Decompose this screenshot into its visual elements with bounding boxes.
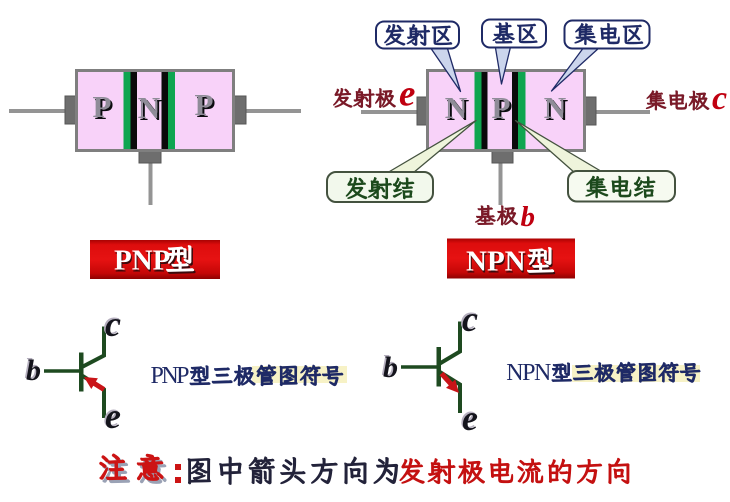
- svg-text:b: b: [383, 351, 398, 384]
- svg-text:NPN: NPN: [466, 246, 526, 278]
- svg-text:c: c: [105, 304, 121, 344]
- svg-text:c: c: [104, 303, 120, 343]
- svg-text:N: N: [546, 92, 568, 127]
- svg-text:P: P: [197, 89, 216, 124]
- svg-text:N: N: [138, 90, 160, 125]
- svg-text:PNP: PNP: [151, 363, 190, 389]
- svg-text:P: P: [93, 89, 112, 124]
- svg-text:e: e: [462, 398, 478, 438]
- svg-text:N: N: [544, 90, 566, 125]
- svg-text:P: P: [494, 92, 513, 127]
- svg-text:c: c: [712, 80, 727, 117]
- svg-text:e: e: [104, 395, 120, 435]
- svg-text:P: P: [492, 90, 511, 125]
- svg-text:N: N: [445, 90, 467, 125]
- svg-text:N: N: [447, 92, 469, 127]
- svg-text:P: P: [95, 91, 114, 126]
- svg-text:P: P: [195, 87, 214, 122]
- svg-text:PNP: PNP: [114, 245, 170, 277]
- svg-text:N: N: [140, 92, 162, 127]
- svg-text:b: b: [382, 350, 397, 383]
- svg-text:b: b: [521, 201, 536, 233]
- svg-text:NPN: NPN: [506, 360, 551, 386]
- svg-text:b: b: [25, 353, 40, 386]
- svg-text:e: e: [399, 74, 415, 115]
- svg-text:e: e: [105, 396, 121, 436]
- svg-text:PNP: PNP: [115, 247, 171, 279]
- svg-text:e: e: [461, 397, 477, 437]
- svg-text:c: c: [461, 298, 477, 338]
- svg-text:b: b: [26, 354, 41, 387]
- svg-text:NPN: NPN: [467, 248, 527, 280]
- svg-text:c: c: [462, 299, 478, 339]
